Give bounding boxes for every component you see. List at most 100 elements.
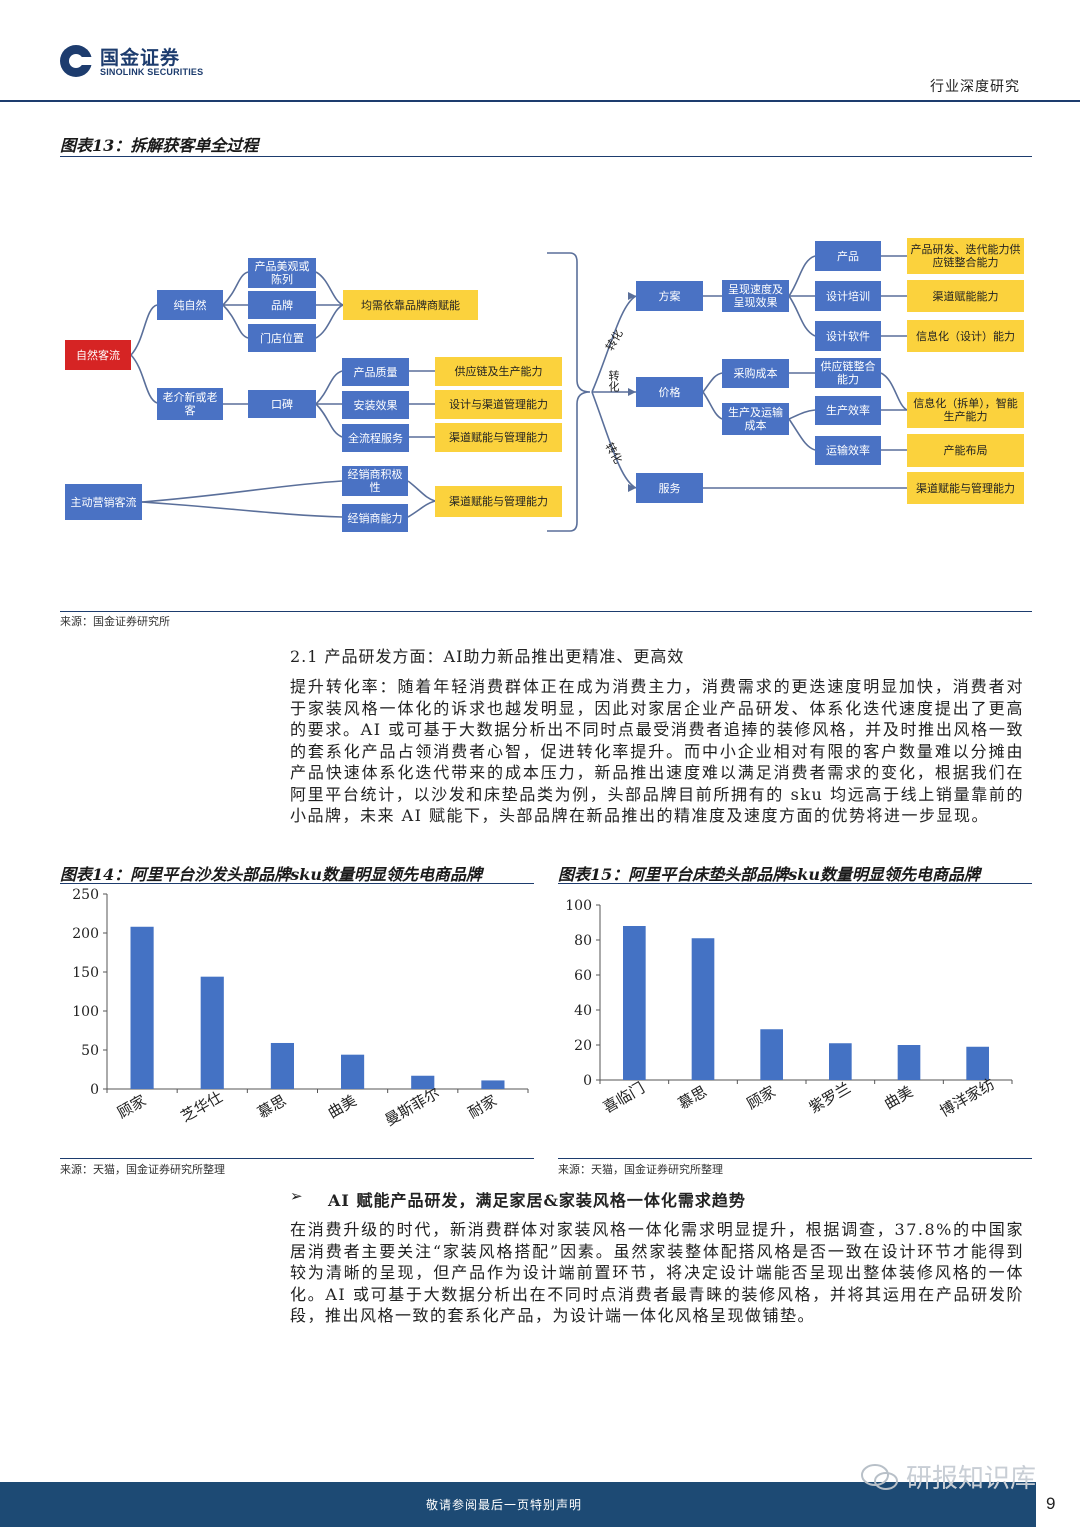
y-tick-label: 20 [574,1038,592,1054]
figure14-source: 来源：天猫，国金证券研究所整理 [60,1163,225,1176]
node-design-software: 设计软件 [815,321,881,351]
x-tick-label: 紫罗兰 [806,1079,854,1117]
y-tick-label: 60 [574,968,592,984]
y-tick-label: 50 [81,1043,99,1059]
node-dealer-scale: 经销商积极性 [342,466,408,496]
figure15-top-rule [558,883,1032,884]
chart-sofa-sku: 0 50 100 150 200 250 顾家芝华仕慕思 曲美曼斯菲尔耐家 [72,887,529,1130]
x-tick-label: 曲美 [325,1091,360,1122]
figure13-top-rule [60,156,1032,157]
y-tick-label: 150 [72,965,99,981]
node-presentation-speed: 呈现速度及呈现效果 [722,280,789,312]
header-rule [0,100,1080,102]
figure15-title: 图表15：阿里平台床垫头部品牌sku数量明显领先电商品牌 [558,865,980,884]
logo-english: SINOLINK SECURITIES [100,67,204,77]
y-tick-label: 80 [574,933,592,949]
x-tick-label: 顾家 [114,1091,149,1122]
node-brand-empower: 均需依靠品牌商赋能 [343,290,478,320]
bar-紫罗兰 [829,1043,852,1080]
node-channel-empower-mgmt-1: 渠道赋能与管理能力 [435,423,562,452]
label-convert-2: 转化 [607,370,620,392]
wechat-icon [861,1463,898,1490]
bullet-marker: ➢ [290,1187,303,1205]
y-tick-label: 250 [72,887,99,903]
x-tick-label: 曲美 [881,1082,916,1113]
bar-博洋家纺 [966,1046,989,1080]
logo: 国金证券 SINOLINK SECURITIES [58,43,218,83]
node-natural-traffic: 自然客流 [65,340,131,370]
logo-mark-icon [60,45,94,77]
node-channel-empower-mgmt-3: 渠道赋能与管理能力 [907,472,1024,504]
y-tick-label: 0 [583,1073,592,1089]
bar-喜临门 [623,926,646,1080]
bullet-paragraph: 在消费升级的时代，新消费群体对家装风格一体化需求明显提升，根据调查，37.8%的… [290,1220,1024,1325]
x-tick-label: 慕思 [254,1091,289,1122]
node-brand: 品牌 [248,291,316,319]
y-tick-label: 100 [565,898,592,914]
node-design-training: 设计培训 [815,281,881,311]
node-full-service: 全流程服务 [342,424,409,452]
report-type: 行业深度研究 [930,79,1020,95]
node-informatization-design: 信息化（设计）能力 [907,320,1024,352]
x-tick-label: 芝华仕 [178,1088,226,1126]
node-active-marketing: 主动营销客流 [65,484,142,520]
node-referral: 老介新或老客 [157,388,223,420]
x-tick-label: 喜临门 [600,1079,648,1117]
figure14-bottom-rule [60,1158,534,1159]
watermark: 研报知识库 [860,1458,1036,1495]
x-tick-label: 曼斯菲尔 [382,1084,443,1130]
figure13-title: 图表13：拆解获客单全过程 [60,136,259,155]
node-pure-natural: 纯自然 [157,290,223,320]
node-production-efficiency: 生产效率 [815,396,881,425]
section-heading: 2.1 产品研发方面：AI助力新品推出更精准、更高效 [290,647,685,666]
y-tick-label: 0 [90,1082,99,1098]
node-product: 产品 [815,241,881,271]
node-capacity-layout: 产能布局 [907,434,1024,467]
figure14-title: 图表14：阿里平台沙发头部品牌sku数量明显领先电商品牌 [60,865,482,884]
node-store-location: 门店位置 [248,324,316,352]
logo-chinese: 国金证券 [100,47,181,69]
flow-connectors [130,252,908,532]
bar-芝华仕 [200,976,224,1089]
bullet-heading: AI 赋能产品研发，满足家居&家装风格一体化需求趋势 [328,1191,746,1210]
flow-diagram: 自然客流 主动营销客流 纯自然 老介新或老客 产品美观或陈列 品牌 门店位置 均… [0,160,1080,610]
bar-曲美 [341,1054,365,1089]
chart-mattress-sku: 020406080100 喜临门慕思顾家紫罗兰曲美博洋家纺 [565,898,1013,1120]
node-design-channel-mgmt: 设计与渠道管理能力 [435,390,562,419]
y-tick-label: 100 [72,1004,99,1020]
node-price: 价格 [636,377,703,407]
node-informatization-smart: 信息化（拆单），智能生产能力 [907,392,1024,428]
figure14-top-rule [60,883,534,884]
node-supply-production: 供应链及生产能力 [435,357,562,386]
node-transport-efficiency: 运输效率 [815,436,881,465]
node-purchase-cost: 采购成本 [722,359,789,388]
bar-慕思 [691,938,715,1080]
node-display: 产品美观或陈列 [248,258,316,288]
x-tick-label: 慕思 [675,1082,710,1113]
y-tick-label: 200 [72,926,99,942]
node-install-effect: 安装效果 [342,391,409,419]
bar-曼斯菲尔 [411,1075,435,1089]
node-solution: 方案 [636,281,703,311]
footer-bar [0,1482,1080,1527]
node-channel-empower: 渠道赋能能力 [907,280,1024,312]
figure13-bottom-rule [60,611,1032,612]
chart1-axes [106,894,529,1093]
bar-慕思 [270,1042,294,1089]
bar-顾家 [130,926,154,1089]
node-channel-empower-mgmt-2: 渠道赋能与管理能力 [435,486,562,517]
node-product-quality: 产品质量 [342,358,409,386]
figure15-source: 来源：天猫，国金证券研究所整理 [558,1163,723,1176]
x-tick-label: 耐家 [465,1091,500,1122]
node-service: 服务 [636,473,703,503]
figure13-source: 来源：国金证券研究所 [60,615,170,628]
bar-顾家 [760,1029,783,1080]
node-dealer-ability: 经销商能力 [342,504,408,532]
y-tick-label: 40 [574,1003,592,1019]
node-supply-chain-integration: 供应链整合能力 [815,358,881,388]
bar-曲美 [897,1045,921,1080]
x-tick-label: 顾家 [744,1082,779,1113]
figure15-bottom-rule [558,1158,1032,1159]
node-prod-transport-cost: 生产及运输成本 [722,403,789,435]
bar-耐家 [481,1080,505,1089]
